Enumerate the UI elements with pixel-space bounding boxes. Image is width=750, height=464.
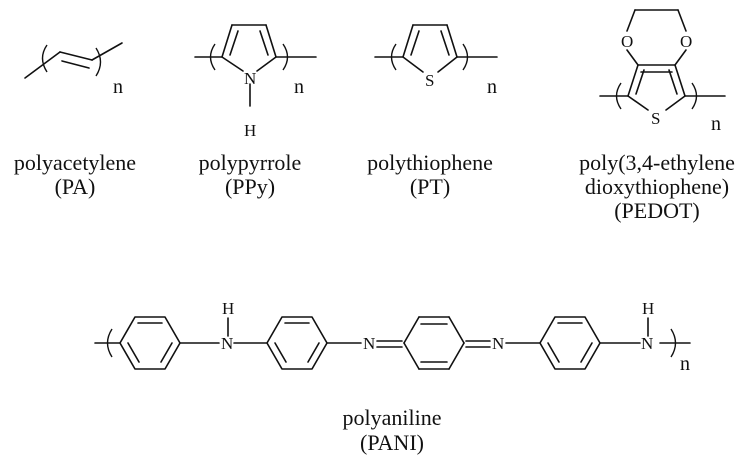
left-bracket [615,82,622,110]
oxygen-atom-right: O [680,32,692,51]
nitrogen-atom: N [244,69,256,88]
polyacetylene-name: polyacetylene [14,150,136,175]
left-bracket [106,328,113,358]
polyacetylene-abbreviation: (PA) [55,174,96,199]
pedot-name-line2: dioxythiophene) [585,174,729,199]
left-bracket [209,43,216,71]
polyaniline-structure: N H N N N H n [94,299,691,375]
right-bracket [691,82,698,110]
amine-nitrogen-left: N [221,334,233,353]
polythiophene-abbreviation: (PT) [410,174,450,199]
polythiophene-name: polythiophene [367,150,493,175]
polyaniline-abbreviation: (PANI) [360,430,424,455]
repeat-subscript: n [113,76,123,98]
polypyrrole-name: polypyrrole [199,150,302,175]
polythiophene-structure: S n [374,24,498,98]
repeat-subscript: n [294,76,304,98]
amine-nitrogen-right: N [641,334,653,353]
right-bracket [282,43,289,71]
right-bracket [95,47,102,77]
hydrogen-atom: H [244,121,256,140]
repeat-subscript: n [680,353,690,375]
polyacetylene-structure: n [24,42,123,98]
polypyrrole-structure: N H n [194,24,317,140]
repeat-subscript: n [711,113,721,135]
oxygen-atom-left: O [621,32,633,51]
repeat-subscript: n [487,76,497,98]
left-bracket [41,44,48,73]
pedot-abbreviation: (PEDOT) [614,198,700,223]
amine-hydrogen-right: H [642,299,654,318]
left-bracket [390,43,397,71]
polyaniline-name: polyaniline [343,405,442,430]
imine-nitrogen-left: N [363,334,375,353]
right-bracket [462,43,469,71]
sulfur-atom: S [425,71,434,90]
imine-nitrogen-right: N [492,334,504,353]
pedot-name-line1: poly(3,4-ethylene [579,150,735,175]
polypyrrole-abbreviation: (PPy) [225,174,275,199]
sulfur-atom: S [651,109,660,128]
pedot-structure: O O S n [599,9,726,135]
amine-hydrogen-left: H [222,299,234,318]
